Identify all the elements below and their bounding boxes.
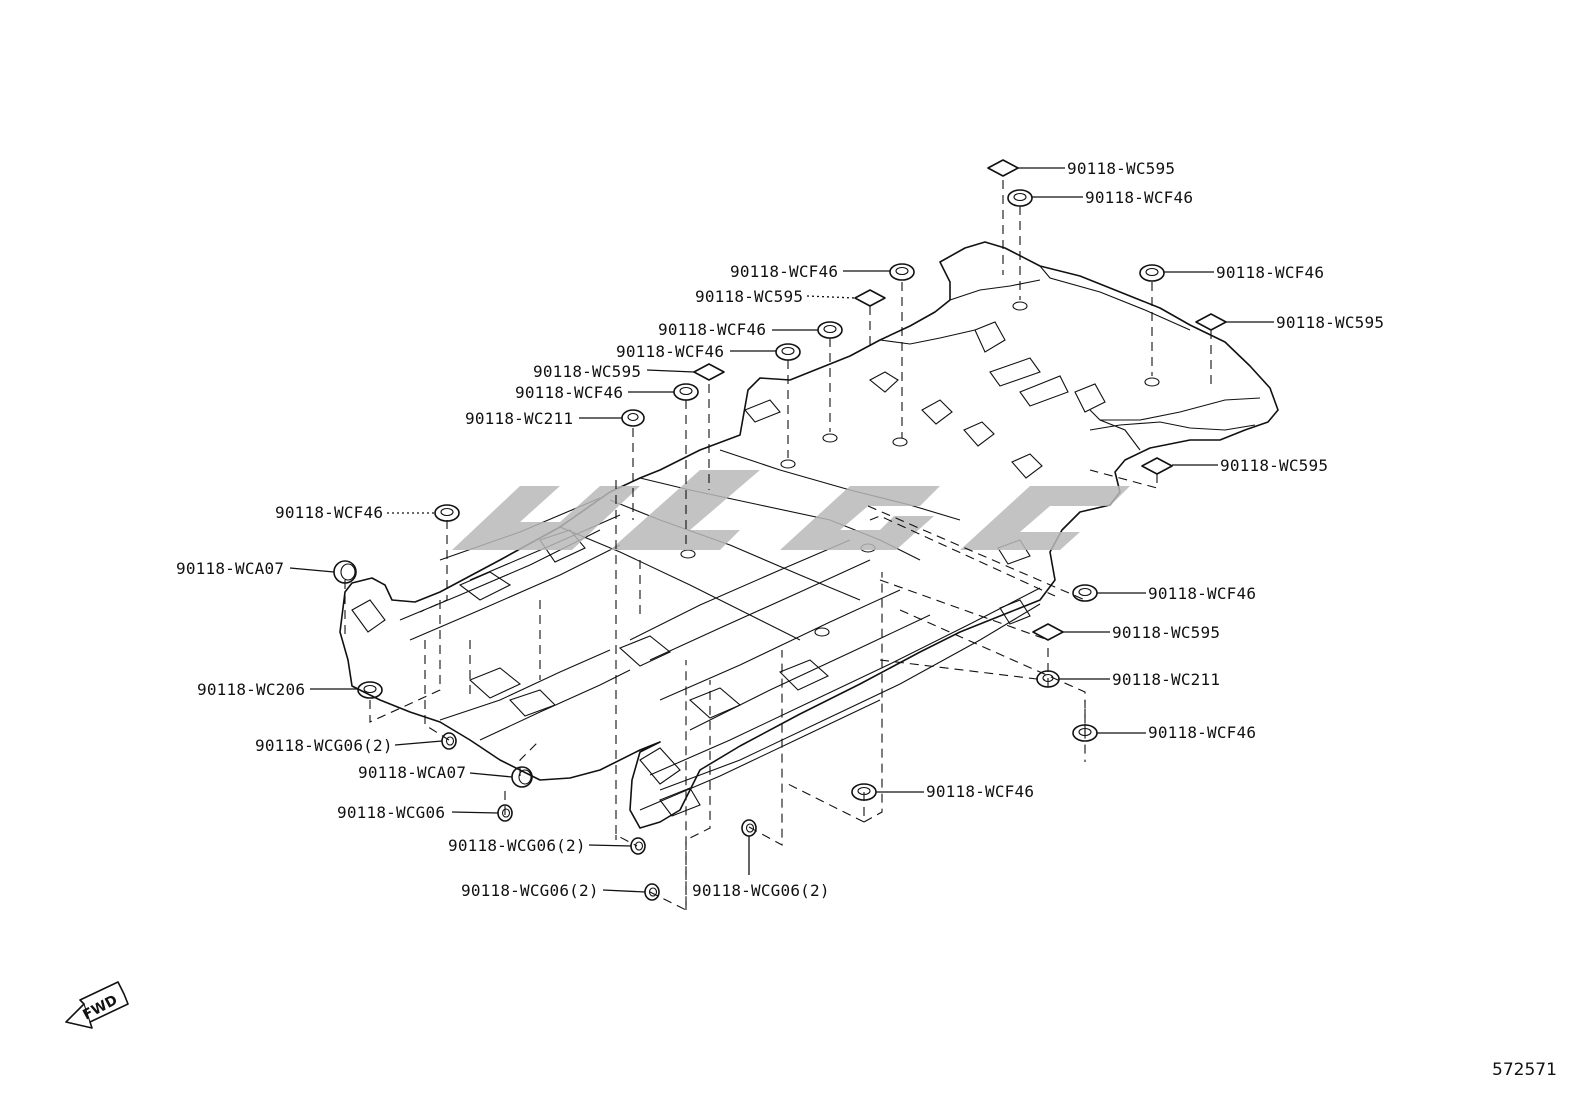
pad-symbol [987, 159, 1019, 177]
pad-symbol [693, 363, 725, 381]
callout-label: 90118-WCF46 [616, 342, 724, 361]
callout-label: 90118-WCF46 [730, 262, 838, 281]
callout-label: 90118-WC595 [533, 362, 641, 381]
callout-label: 90118-WCF46 [1216, 263, 1324, 282]
grommet-wc211-symbol [621, 409, 1060, 688]
pad-symbol [854, 289, 886, 307]
callout-label: 90118-WC211 [1112, 670, 1220, 689]
fwd-arrow-icon: FWD [65, 981, 129, 1029]
leader-lines [289, 167, 1274, 893]
callout-label: 90118-WC595 [1276, 313, 1384, 332]
callout-label: 90118-WCA07 [358, 763, 466, 782]
callout-labels: 90118-WC595 90118-WCF46 90118-WCF46 9011… [176, 159, 1384, 900]
pad-symbol [1141, 457, 1173, 475]
small-plug-symbol [441, 732, 757, 901]
callout-label: 90118-WCF46 [658, 320, 766, 339]
callout-label: 90118-WC595 [695, 287, 803, 306]
watermark-logo [452, 470, 1130, 550]
callout-label: 90118-WCF46 [1148, 584, 1256, 603]
callout-label: 90118-WC206 [197, 680, 305, 699]
callout-label: 90118-WCF46 [1085, 188, 1193, 207]
pad-symbol [1032, 623, 1064, 641]
callout-label: 90118-WCG06(2) [461, 881, 599, 900]
callout-label: 90118-WCF46 [515, 383, 623, 402]
callout-label: 90118-WCG06(2) [692, 881, 830, 900]
callout-label: 90118-WC595 [1067, 159, 1175, 178]
callout-label: 90118-WCF46 [275, 503, 383, 522]
callout-label: 90118-WC595 [1112, 623, 1220, 642]
callout-label: 90118-WCG06(2) [255, 736, 393, 755]
document-number: 572571 [1492, 1060, 1557, 1080]
callout-label: 90118-WCA07 [176, 559, 284, 578]
callout-label: 90118-WCG06 [337, 803, 445, 822]
callout-label: 90118-WCF46 [926, 782, 1034, 801]
callout-label: 90118-WCG06(2) [448, 836, 586, 855]
assembly-dashed-lines [344, 180, 1212, 911]
grommet-wc206-symbol [357, 681, 383, 699]
callout-label: 90118-WC595 [1220, 456, 1328, 475]
pad-symbol [1195, 313, 1227, 331]
callout-label: 90118-WC211 [465, 409, 573, 428]
callout-label: 90118-WCF46 [1148, 723, 1256, 742]
